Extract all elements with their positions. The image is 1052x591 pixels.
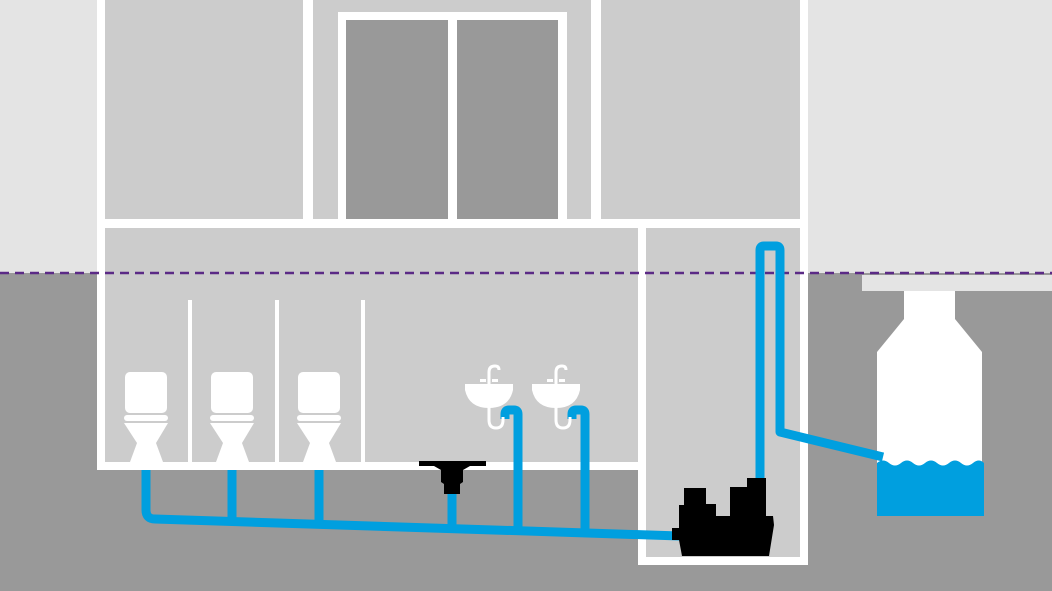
- basement-restroom: [105, 228, 638, 462]
- sink-drain-pipe: [500, 405, 523, 530]
- pump-room: [646, 228, 800, 557]
- toilet: [124, 372, 168, 462]
- holding-tank: [877, 291, 982, 516]
- stall-divider: [361, 300, 365, 462]
- main-drain-pipe: [141, 470, 681, 541]
- sink-drain-pipe: [567, 405, 590, 532]
- tank-water: [877, 460, 984, 516]
- sink: [465, 364, 513, 430]
- window-pane-left: [346, 20, 448, 219]
- upper-room-left: [105, 0, 303, 219]
- toilet: [210, 372, 254, 462]
- sewage-pump: [672, 478, 774, 556]
- pump-discharge-pipe: [755, 241, 885, 480]
- sink: [532, 364, 580, 430]
- toilet: [297, 372, 341, 462]
- floor-drain: [419, 461, 486, 494]
- stall-divider: [275, 300, 279, 462]
- upper-room-right: [601, 0, 800, 219]
- stall-divider: [188, 300, 192, 462]
- drain-pipes: [141, 241, 885, 541]
- window-pane-right: [457, 20, 558, 219]
- tank-cover-slab: [862, 275, 1052, 291]
